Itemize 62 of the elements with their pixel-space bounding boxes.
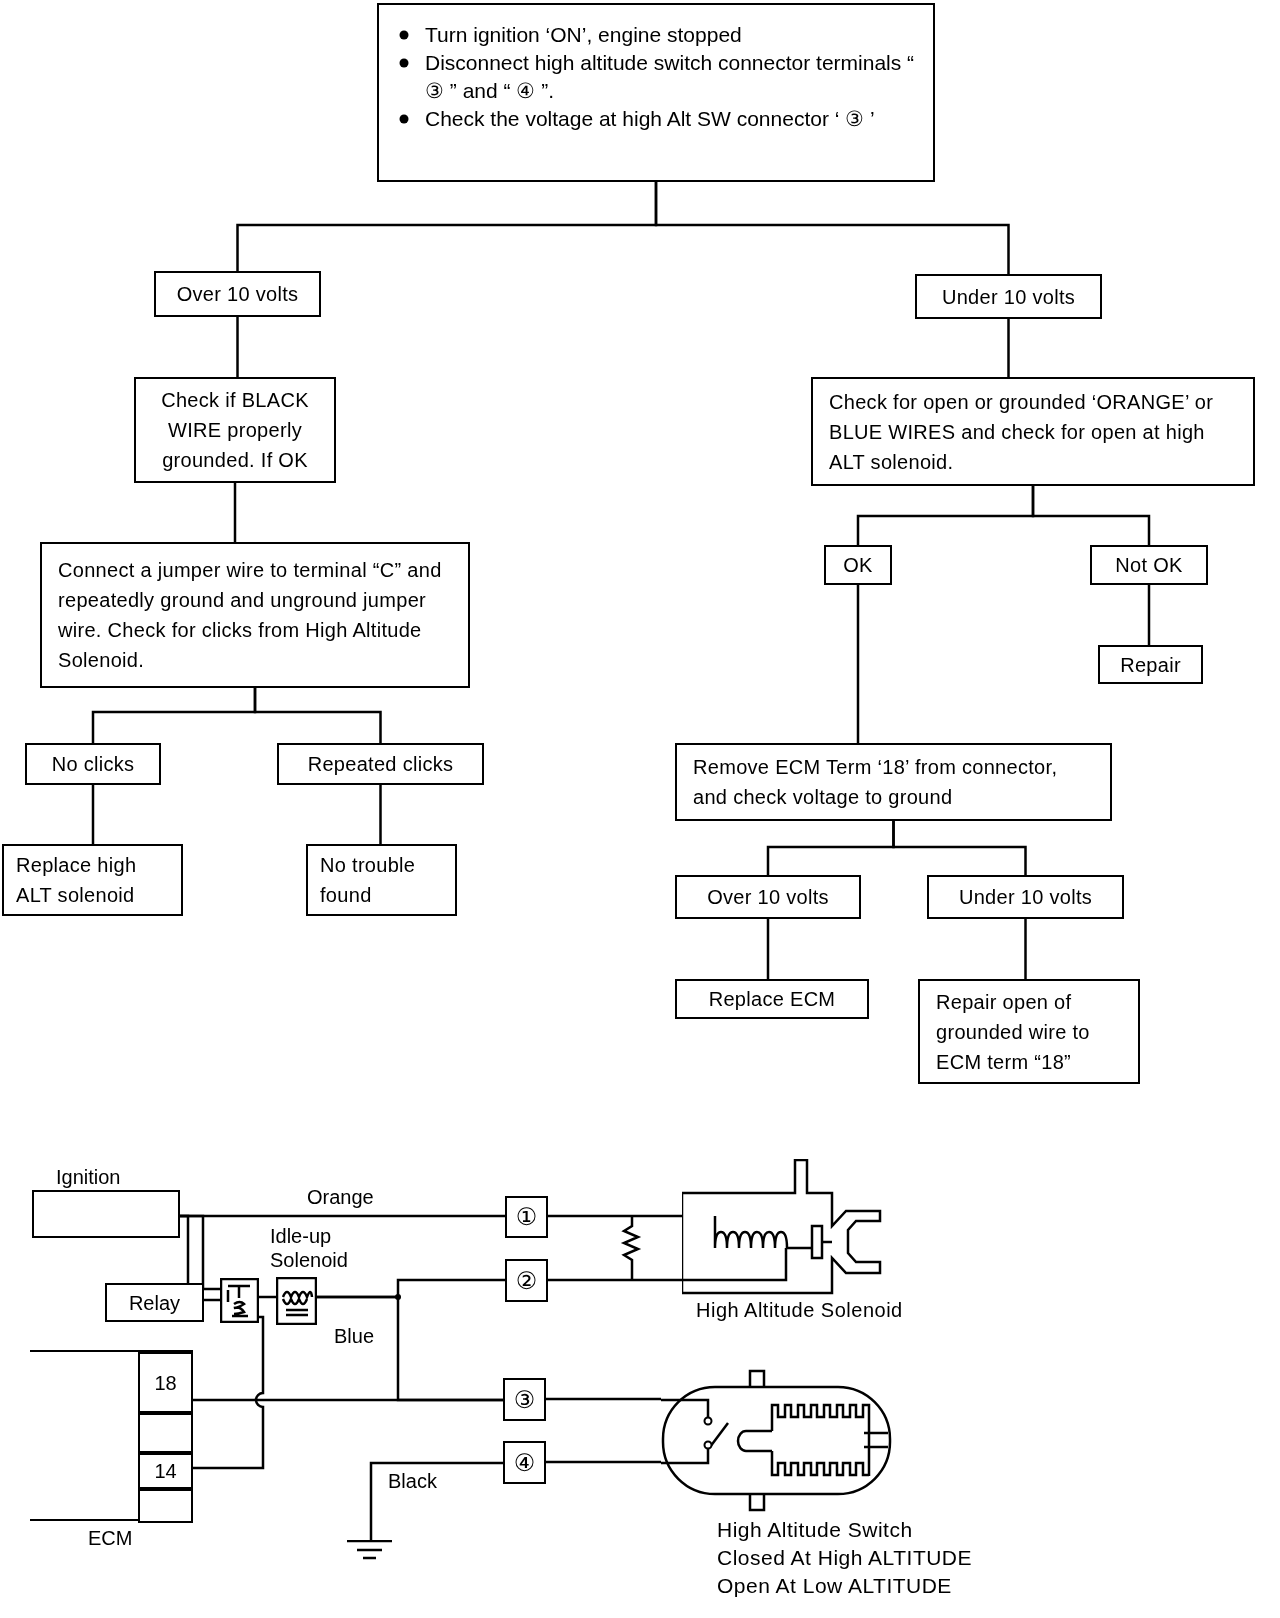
connector-terminal: ② bbox=[505, 1259, 548, 1302]
terminal-slot bbox=[138, 1489, 193, 1523]
instruction-item: Turn ignition ‘ON’, engine stopped bbox=[425, 22, 742, 48]
connector-line bbox=[379, 785, 382, 844]
connector-line bbox=[233, 483, 237, 542]
connector-line bbox=[1031, 486, 1151, 545]
process-box: Check for open or grounded ‘ORANGE’ or BLUE WIRES and check for open at high ALT solenoid. bbox=[811, 377, 1255, 486]
connector-terminal: ④ bbox=[503, 1441, 546, 1484]
process-box: Repeated clicks bbox=[277, 743, 484, 785]
connector-line bbox=[654, 182, 1010, 274]
process-box: Check if BLACK WIRE properly grounded. If OK bbox=[134, 377, 336, 483]
connector-line bbox=[91, 785, 95, 844]
connector-terminal: ① bbox=[505, 1196, 548, 1238]
connector-line bbox=[856, 585, 860, 743]
component-label: High Altitude Solenoid bbox=[696, 1299, 903, 1321]
process-box: Repair bbox=[1098, 645, 1203, 684]
process-box: Repair open of grounded wire to ECM term “18” bbox=[918, 979, 1140, 1084]
connector-line bbox=[236, 317, 239, 377]
wire bbox=[548, 1278, 682, 1282]
connector-line bbox=[1007, 319, 1010, 377]
process-box: Replace ECM bbox=[675, 979, 869, 1019]
instruction-item: Check the voltage at high Alt SW connector ‘ ③ ’ bbox=[425, 106, 875, 132]
process-box: Under 10 volts bbox=[915, 274, 1102, 319]
ground-symbol bbox=[347, 1540, 392, 1560]
wire bbox=[193, 1315, 265, 1470]
instruction-box bbox=[377, 3, 935, 182]
process-box: No trouble found bbox=[306, 844, 457, 916]
component-label: Idle-up Solenoid bbox=[270, 1224, 349, 1272]
process-box: Under 10 volts bbox=[927, 875, 1124, 919]
terminal-label: 18 bbox=[138, 1352, 193, 1413]
component-label: Open At Low ALTITUDE bbox=[717, 1573, 953, 1599]
solenoid-symbol bbox=[276, 1277, 317, 1325]
connector-line bbox=[253, 688, 382, 743]
component-label: High Altitude Switch bbox=[717, 1517, 914, 1543]
component-label: Closed At High ALTITUDE bbox=[717, 1545, 973, 1571]
connector-terminal: ③ bbox=[503, 1378, 546, 1421]
ecm-box bbox=[30, 1350, 193, 1521]
wire bbox=[193, 1398, 503, 1402]
wire bbox=[180, 1214, 220, 1291]
relay-symbol bbox=[220, 1278, 259, 1323]
connector-line bbox=[1024, 919, 1027, 979]
process-box: Connect a jumper wire to terminal “C” and repeatedly ground and unground jumper wire. Check for clicks from High Altitude Solenoid. bbox=[40, 542, 470, 688]
wire bbox=[369, 1461, 503, 1540]
connector-line bbox=[892, 821, 1027, 875]
terminal-label: 14 bbox=[138, 1453, 193, 1489]
process-box: Not OK bbox=[1090, 545, 1208, 585]
component-label: Ignition bbox=[56, 1165, 122, 1190]
wire bbox=[548, 1214, 682, 1218]
wire bbox=[546, 1460, 661, 1464]
instruction-item: Disconnect high altitude switch connector terminals “ ③ ” and “ ④ ”. bbox=[425, 50, 916, 104]
relay-box: Relay bbox=[105, 1283, 204, 1322]
connector-line bbox=[766, 919, 770, 979]
process-box: Replace high ALT solenoid bbox=[2, 844, 183, 916]
process-box: No clicks bbox=[25, 743, 161, 785]
terminal-slot bbox=[138, 1413, 193, 1453]
connector-line bbox=[1147, 585, 1151, 645]
component-label: ECM bbox=[88, 1526, 134, 1550]
process-box: Remove ECM Term ‘18’ from connector, and check voltage to ground bbox=[675, 743, 1112, 821]
process-box: OK bbox=[824, 545, 892, 585]
wire bbox=[546, 1397, 661, 1401]
process-box: Over 10 volts bbox=[675, 875, 861, 919]
process-box: Over 10 volts bbox=[154, 271, 321, 317]
